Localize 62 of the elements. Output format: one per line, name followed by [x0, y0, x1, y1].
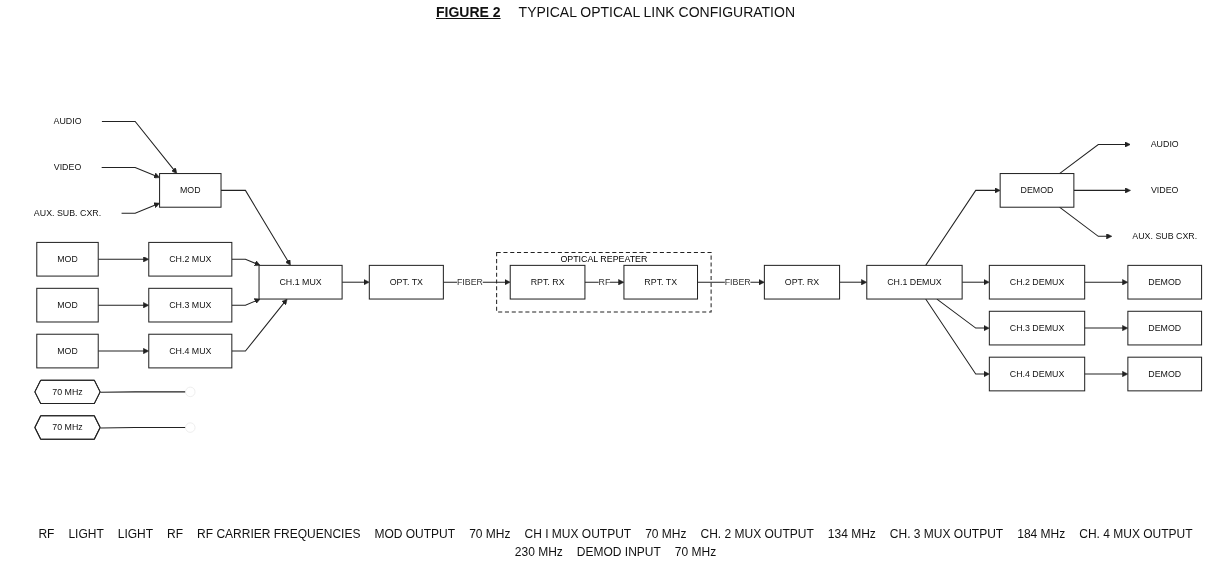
note-text: CH. 3 MUX OUTPUT — [889, 527, 1004, 541]
node-box: DEMOD — [1127, 356, 1203, 392]
node-text: AUX. SUB. CXR. — [33, 208, 102, 219]
arrow — [101, 166, 160, 179]
note-text: CH. 4 MUX OUTPUT — [1079, 527, 1193, 541]
note-text: CH I MUX OUTPUT — [524, 527, 632, 541]
connector — [99, 427, 187, 429]
node-text: VIDEO — [1150, 185, 1179, 196]
node-box: CH.3 DEMUX — [988, 310, 1086, 346]
node-box: CH.1 MUX — [258, 264, 343, 300]
note-text: MOD OUTPUT — [374, 527, 456, 541]
note-text: LIGHT — [68, 527, 104, 541]
figure-caption: TYPICAL OPTICAL LINK CONFIGURATION — [518, 4, 795, 20]
note-text: 70 MHz — [645, 527, 687, 541]
node-box: OPT. TX — [368, 264, 444, 300]
arrow — [925, 298, 990, 377]
node-box: CH.2 DEMUX — [988, 264, 1086, 300]
node-box: CH.3 MUX — [148, 287, 233, 323]
note-text: RF CARRIER FREQUENCIES — [197, 527, 361, 541]
node-box: MOD — [159, 173, 222, 208]
edge-label: FIBER — [724, 276, 751, 288]
node-text: VIDEO — [53, 162, 82, 173]
arrow — [936, 298, 990, 332]
node-box: CH.4 DEMUX — [988, 356, 1086, 392]
node-box: RPT. RX — [509, 264, 586, 300]
note-text: 70 MHz — [469, 527, 511, 541]
node-box: DEMOD — [999, 173, 1075, 208]
figure-title: FIGURE 2 — [436, 4, 501, 20]
edge-label: RF — [598, 276, 611, 288]
arrow — [231, 298, 288, 352]
note-text: 184 MHz — [1017, 527, 1066, 541]
note-text: LIGHT — [117, 527, 154, 541]
arrow — [1058, 206, 1113, 240]
node-box: RPT. TX — [623, 264, 698, 300]
arrow — [925, 187, 1001, 266]
node-text: AUX. SUB CXR. — [1132, 231, 1198, 242]
node-box: MOD — [36, 287, 99, 323]
node-box: CH.4 MUX — [148, 333, 233, 369]
node-box: DEMOD — [1127, 264, 1203, 300]
arrow — [1058, 141, 1131, 175]
node-box: CH.1 DEMUX — [866, 264, 963, 300]
note-text: RF — [38, 527, 55, 541]
node-text: AUDIO — [1150, 139, 1179, 150]
note-text: CH. 2 MUX OUTPUT — [700, 527, 814, 541]
node-text: AUDIO — [53, 116, 82, 127]
arrow — [231, 298, 261, 306]
node-box: MOD — [36, 241, 99, 277]
arrow — [231, 258, 261, 267]
note-text: RF — [167, 527, 184, 541]
node-box: OPT. RX — [763, 264, 841, 300]
arrow — [121, 202, 160, 214]
arrow — [1073, 187, 1131, 194]
node-box: DEMOD — [1127, 310, 1203, 346]
note-text: 70 MHz — [674, 545, 717, 559]
node-box: MOD — [36, 333, 99, 369]
edge-label: FIBER — [456, 276, 484, 288]
note-text: 134 MHz — [827, 527, 876, 541]
note-text: 230 MHz — [514, 545, 563, 559]
connector — [99, 391, 187, 393]
note-text: DEMOD INPUT — [576, 545, 661, 559]
arrow — [101, 121, 178, 174]
node-box: CH.2 MUX — [148, 241, 233, 277]
